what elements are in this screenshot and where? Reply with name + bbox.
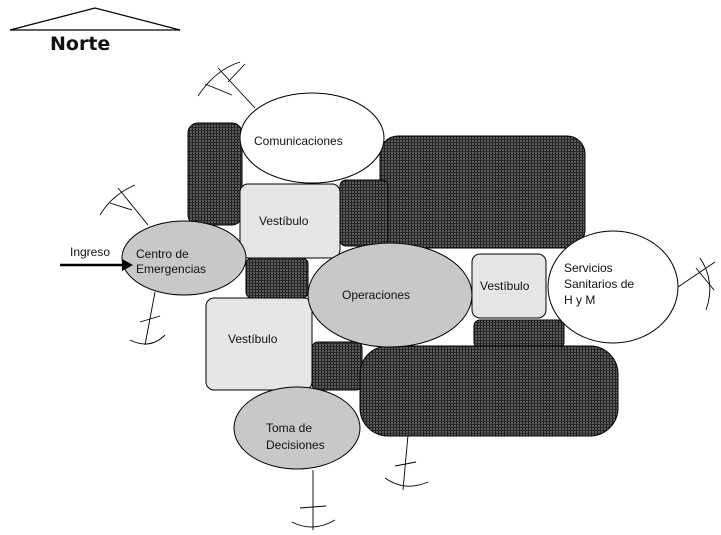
entry-arrowhead-icon <box>122 259 133 271</box>
vestibulo-top-box <box>239 183 341 259</box>
servicios-sanitarios-room <box>547 230 679 344</box>
hatched-block-mid-connector <box>339 179 389 247</box>
entry-label: Ingreso <box>70 245 110 259</box>
hatched-blocks <box>187 122 619 437</box>
room-ellipses <box>121 92 679 470</box>
door-swing-marks <box>99 61 716 530</box>
entry-arrow: Ingreso <box>60 245 133 271</box>
comunicaciones-room <box>239 92 385 184</box>
door-swing-centro-top-icon <box>99 184 149 226</box>
toma-decisiones-room <box>233 386 361 470</box>
centro-emergencias-room <box>121 220 247 296</box>
door-swing-centro-bottom-icon <box>129 291 166 346</box>
hatched-block-small-left-lower <box>311 341 363 391</box>
north-indicator: Norte <box>9 7 181 55</box>
servicios-label-line1: Servicios <box>564 261 613 275</box>
servicios-label-line3: H y M <box>564 293 595 307</box>
operaciones-label: Operaciones <box>342 288 410 302</box>
centro-label-line2: Emergencias <box>136 262 206 276</box>
hatched-block-bottom-right-large <box>359 345 619 437</box>
toma-label-line1: Toma de <box>266 421 312 435</box>
operaciones-room <box>307 242 473 348</box>
door-swing-comunicaciones-icon <box>197 61 256 109</box>
toma-label-line2: Decisiones <box>266 438 325 452</box>
north-roof-icon <box>9 7 181 31</box>
centro-label-line1: Centro de <box>136 247 189 261</box>
vestibulo-right-box <box>471 253 547 319</box>
servicios-label-line2: Sanitarios de <box>564 277 634 291</box>
vestibulo-right-label: Vestíbulo <box>480 279 530 293</box>
door-swing-servicios-icon <box>677 257 716 311</box>
hatched-block-small-under-vestibule <box>245 257 309 299</box>
room-labels: Comunicaciones Vestíbulo Vestíbulo Vestí… <box>136 134 634 452</box>
hatched-block-small-right <box>473 319 565 349</box>
vestibulo-left-box <box>205 297 313 391</box>
hatched-block-top-right-large <box>379 135 586 249</box>
vestibulo-top-label: Vestíbulo <box>259 214 309 228</box>
comunicaciones-label: Comunicaciones <box>254 134 343 148</box>
hatched-block-left-tall <box>187 122 243 226</box>
vestibules <box>205 183 547 391</box>
door-swing-toma-icon <box>291 470 336 530</box>
door-swing-bottom-right-icon <box>384 434 429 491</box>
vestibulo-left-label: Vestíbulo <box>228 332 278 346</box>
north-label: Norte <box>50 33 110 55</box>
